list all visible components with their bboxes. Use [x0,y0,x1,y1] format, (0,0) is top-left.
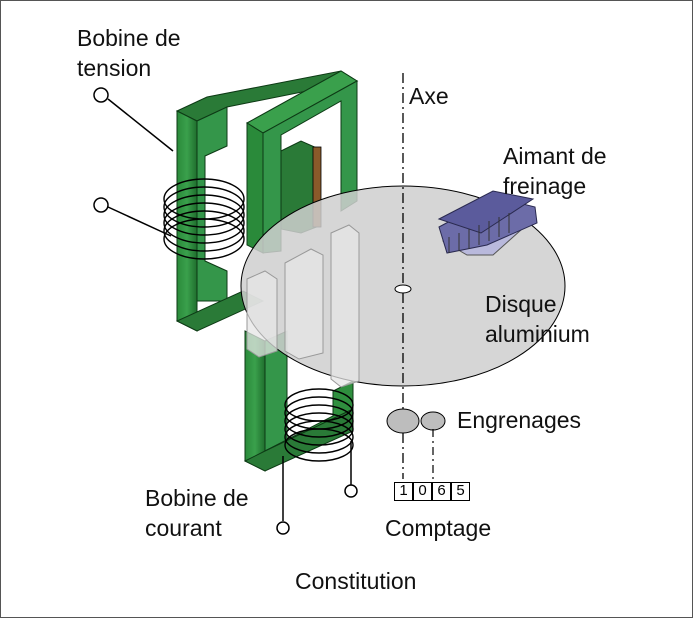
label-constitution: Constitution [295,568,417,594]
label-bobine-tension: Bobine de tension [77,25,181,81]
voltage-coil [163,178,245,260]
voltage-coil-wires [93,87,174,237]
counter-digit-4: 5 [451,482,470,501]
label-disque-aluminium: Disque aluminium [485,291,590,347]
gears [386,408,446,434]
current-core [243,70,358,472]
magnet-field-lines [448,213,510,253]
counter-digit-1: 1 [394,482,413,501]
counter-digit-3: 6 [432,482,451,501]
label-bobine-courant: Bobine de courant [145,485,249,541]
pole-pieces [246,224,360,388]
label-comptage: Comptage [385,515,492,541]
label-engrenages: Engrenages [457,407,582,433]
current-coil-wires [276,441,358,535]
label-aimant-freinage: Aimant de freinage [503,143,607,199]
current-coil [284,388,354,462]
counter-digit-2: 0 [413,482,432,501]
axis-hole [394,284,412,294]
label-axe: Axe [409,83,449,109]
